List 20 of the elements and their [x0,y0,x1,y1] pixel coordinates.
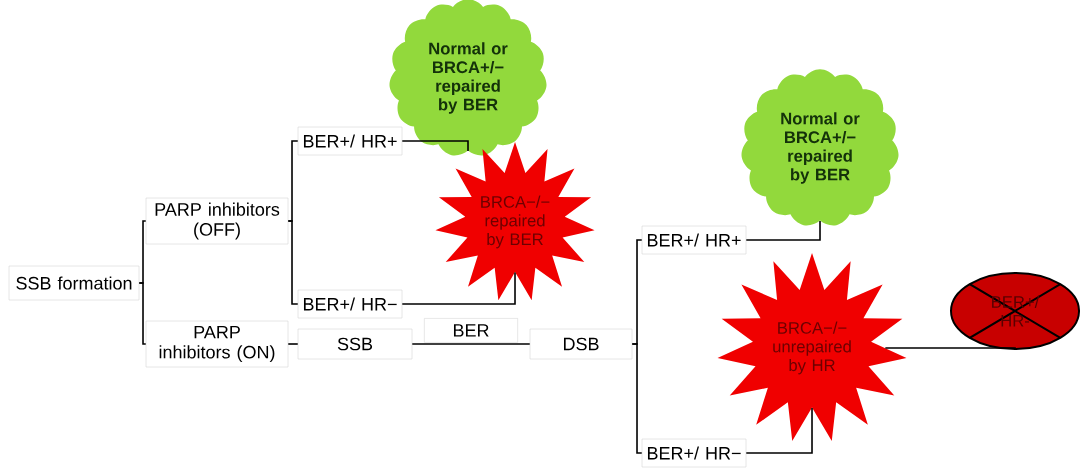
label-box: PARP inhibitors (ON) [145,320,289,368]
connector-line [745,407,813,454]
edge-label: BER [424,318,518,343]
label-box: SSB [297,328,413,360]
connector-line [287,343,299,345]
connector-line [411,343,531,345]
label-box: BER+/ HR− [297,289,403,319]
connector-line [138,282,147,345]
connector-line [884,347,1016,351]
label-box: PARP inhibitors (OFF) [145,197,289,245]
label-box: BER+/ HR+ [641,225,747,255]
connector-line [745,220,821,241]
connector-line [631,343,643,454]
connector-line [401,140,469,152]
label-box: DSB [529,328,633,360]
connector-line [401,271,516,305]
connector-line [287,220,299,305]
label-box: BER+/ HR− [641,438,747,468]
label-box: BER+/ HR+ [297,126,403,156]
label-box: SSB formation [8,265,140,301]
